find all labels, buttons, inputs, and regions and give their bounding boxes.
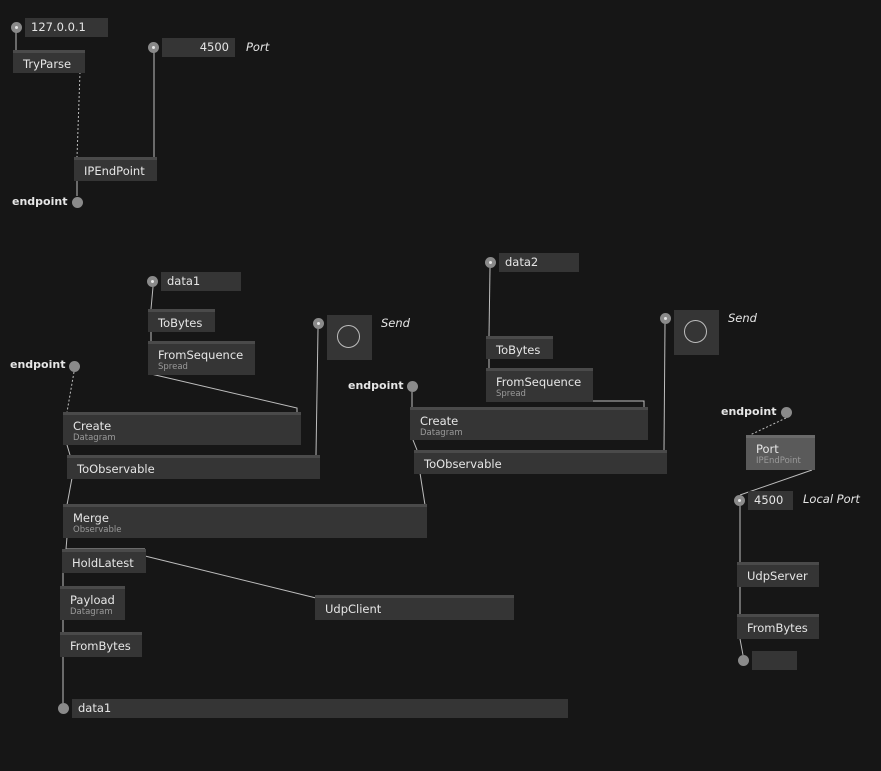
port-ipendpoint-node[interactable]: Port IPEndPoint [746, 435, 815, 470]
send2-endpoint-label: endpoint [348, 379, 404, 392]
holdlatest-label: HoldLatest [72, 556, 134, 570]
udpserver-label: UdpServer [747, 569, 808, 583]
udpclient-node[interactable]: UdpClient [315, 595, 514, 620]
ipendpoint-label: IPEndPoint [84, 164, 145, 178]
frombytes-node-1[interactable]: FromBytes [60, 632, 142, 657]
port-node-label: Port [756, 442, 779, 456]
udpclient-label: UdpClient [325, 602, 382, 616]
fromsequence-node-2[interactable]: FromSequence Spread [486, 368, 593, 402]
payload-label: Payload [70, 593, 115, 607]
create-sub-2: Datagram [420, 428, 463, 438]
ipendpoint-node[interactable]: IPEndPoint [74, 157, 157, 181]
udpserver-node[interactable]: UdpServer [737, 562, 819, 587]
data2-value-field[interactable]: data2 [499, 253, 579, 272]
tobytes-label-1: ToBytes [158, 316, 203, 330]
tobytes-node-2[interactable]: ToBytes [486, 336, 553, 359]
toobservable-label-2: ToObservable [424, 457, 502, 471]
toobservable-node-1[interactable]: ToObservable [67, 455, 320, 479]
local-port-value-field[interactable]: 4500 [748, 491, 793, 510]
send2-endpoint-pin[interactable] [407, 381, 418, 392]
merge-sub: Observable [73, 525, 122, 535]
data1-output-field[interactable]: data1 [72, 699, 568, 718]
data1-input-pin[interactable] [147, 276, 158, 287]
endpoint-output-pin[interactable] [72, 197, 83, 208]
send1-endpoint-label: endpoint [10, 358, 66, 371]
fromsequence-label-2: FromSequence [496, 375, 582, 389]
port-input-pin[interactable] [148, 42, 159, 53]
tryparse-node[interactable]: TryParse [13, 50, 85, 73]
send1-bang-button[interactable] [327, 315, 372, 360]
holdlatest-node[interactable]: HoldLatest [62, 549, 146, 573]
create-sub-1: Datagram [73, 433, 116, 443]
send1-label: Send [381, 316, 410, 330]
data1-output-pin[interactable] [58, 703, 69, 714]
local-port-input-pin[interactable] [734, 495, 745, 506]
server-endpoint-label: endpoint [721, 405, 777, 418]
merge-label: Merge [73, 511, 109, 525]
ip-input-pin[interactable] [11, 22, 22, 33]
payload-datagram-node[interactable]: Payload Datagram [60, 586, 125, 620]
server-output-field[interactable] [752, 651, 797, 670]
data2-input-pin[interactable] [485, 257, 496, 268]
port-label: Port [246, 40, 270, 54]
fromsequence-sub-2: Spread [496, 389, 526, 399]
ip-value-field[interactable]: 127.0.0.1 [25, 18, 108, 37]
create-datagram-node-1[interactable]: Create Datagram [63, 412, 301, 445]
send2-bang-button[interactable] [674, 310, 719, 355]
send2-input-pin[interactable] [660, 313, 671, 324]
server-output-pin[interactable] [738, 655, 749, 666]
fromsequence-label-1: FromSequence [158, 348, 244, 362]
frombytes-label-1: FromBytes [70, 639, 131, 653]
tobytes-label-2: ToBytes [496, 343, 541, 357]
server-endpoint-pin[interactable] [781, 407, 792, 418]
fromsequence-node-1[interactable]: FromSequence Spread [148, 341, 255, 375]
create-datagram-node-2[interactable]: Create Datagram [410, 407, 648, 440]
toobservable-label-1: ToObservable [77, 462, 155, 476]
send2-label: Send [728, 311, 757, 325]
toobservable-node-2[interactable]: ToObservable [414, 450, 667, 474]
create-label-1: Create [73, 419, 112, 433]
data1-value-field[interactable]: data1 [161, 272, 241, 291]
send1-endpoint-pin[interactable] [69, 361, 80, 372]
frombytes-label-2: FromBytes [747, 621, 808, 635]
port-node-sub: IPEndPoint [756, 456, 801, 466]
endpoint-output-label: endpoint [12, 195, 68, 208]
frombytes-node-2[interactable]: FromBytes [737, 614, 819, 639]
fromsequence-sub-1: Spread [158, 362, 188, 372]
tryparse-label: TryParse [23, 57, 72, 71]
local-port-label: Local Port [803, 492, 860, 506]
payload-sub: Datagram [70, 607, 113, 617]
create-label-2: Create [420, 414, 459, 428]
send1-input-pin[interactable] [313, 318, 324, 329]
tobytes-node-1[interactable]: ToBytes [148, 309, 215, 332]
merge-observable-node[interactable]: Merge Observable [63, 504, 427, 538]
port-value-field[interactable]: 4500 [162, 38, 235, 57]
